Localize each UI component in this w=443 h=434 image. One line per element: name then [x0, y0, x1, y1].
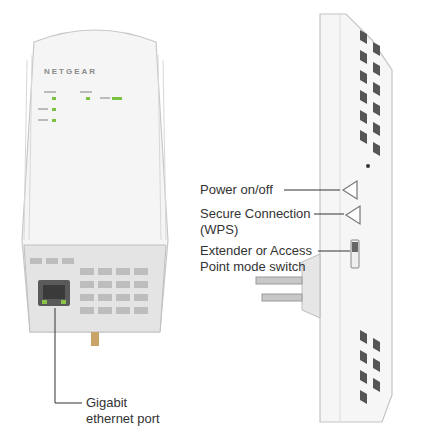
plug-pin: [262, 294, 302, 301]
callout-label: Extender or Access Point mode switch: [200, 243, 322, 275]
switch-knob: [352, 242, 358, 252]
front-housing: [22, 30, 168, 332]
plug-pin: [91, 332, 99, 346]
side-fins: [24, 55, 166, 240]
status-leds: [52, 97, 122, 122]
led-markings: [38, 91, 110, 121]
leader-line: [284, 190, 340, 191]
callout-label: Secure Connection (WPS): [200, 206, 316, 238]
plug-pin: [256, 277, 302, 284]
front-vents: [30, 258, 148, 314]
port-led: [42, 300, 47, 304]
leader-lines: [55, 190, 350, 403]
leader-line: [314, 214, 344, 215]
leader-line: [318, 251, 350, 252]
front-view: [22, 30, 168, 346]
mode-switch: [351, 240, 359, 268]
callout-label: Gigabit ethernet port: [86, 395, 172, 427]
wps-button: [346, 206, 360, 224]
reset-hole: [366, 164, 370, 168]
port-led: [61, 300, 66, 304]
power-button: [343, 181, 357, 199]
bottom-face: [24, 245, 166, 332]
port-opening: [43, 285, 65, 299]
side-housing: [320, 14, 392, 422]
callout-label: Power on/off: [200, 182, 300, 198]
brand-logo: NETGEAR: [44, 67, 134, 77]
ethernet-port: [38, 280, 70, 306]
side-vents: [360, 30, 380, 404]
leader-line: [55, 308, 82, 403]
housing-ridge: [340, 14, 341, 422]
